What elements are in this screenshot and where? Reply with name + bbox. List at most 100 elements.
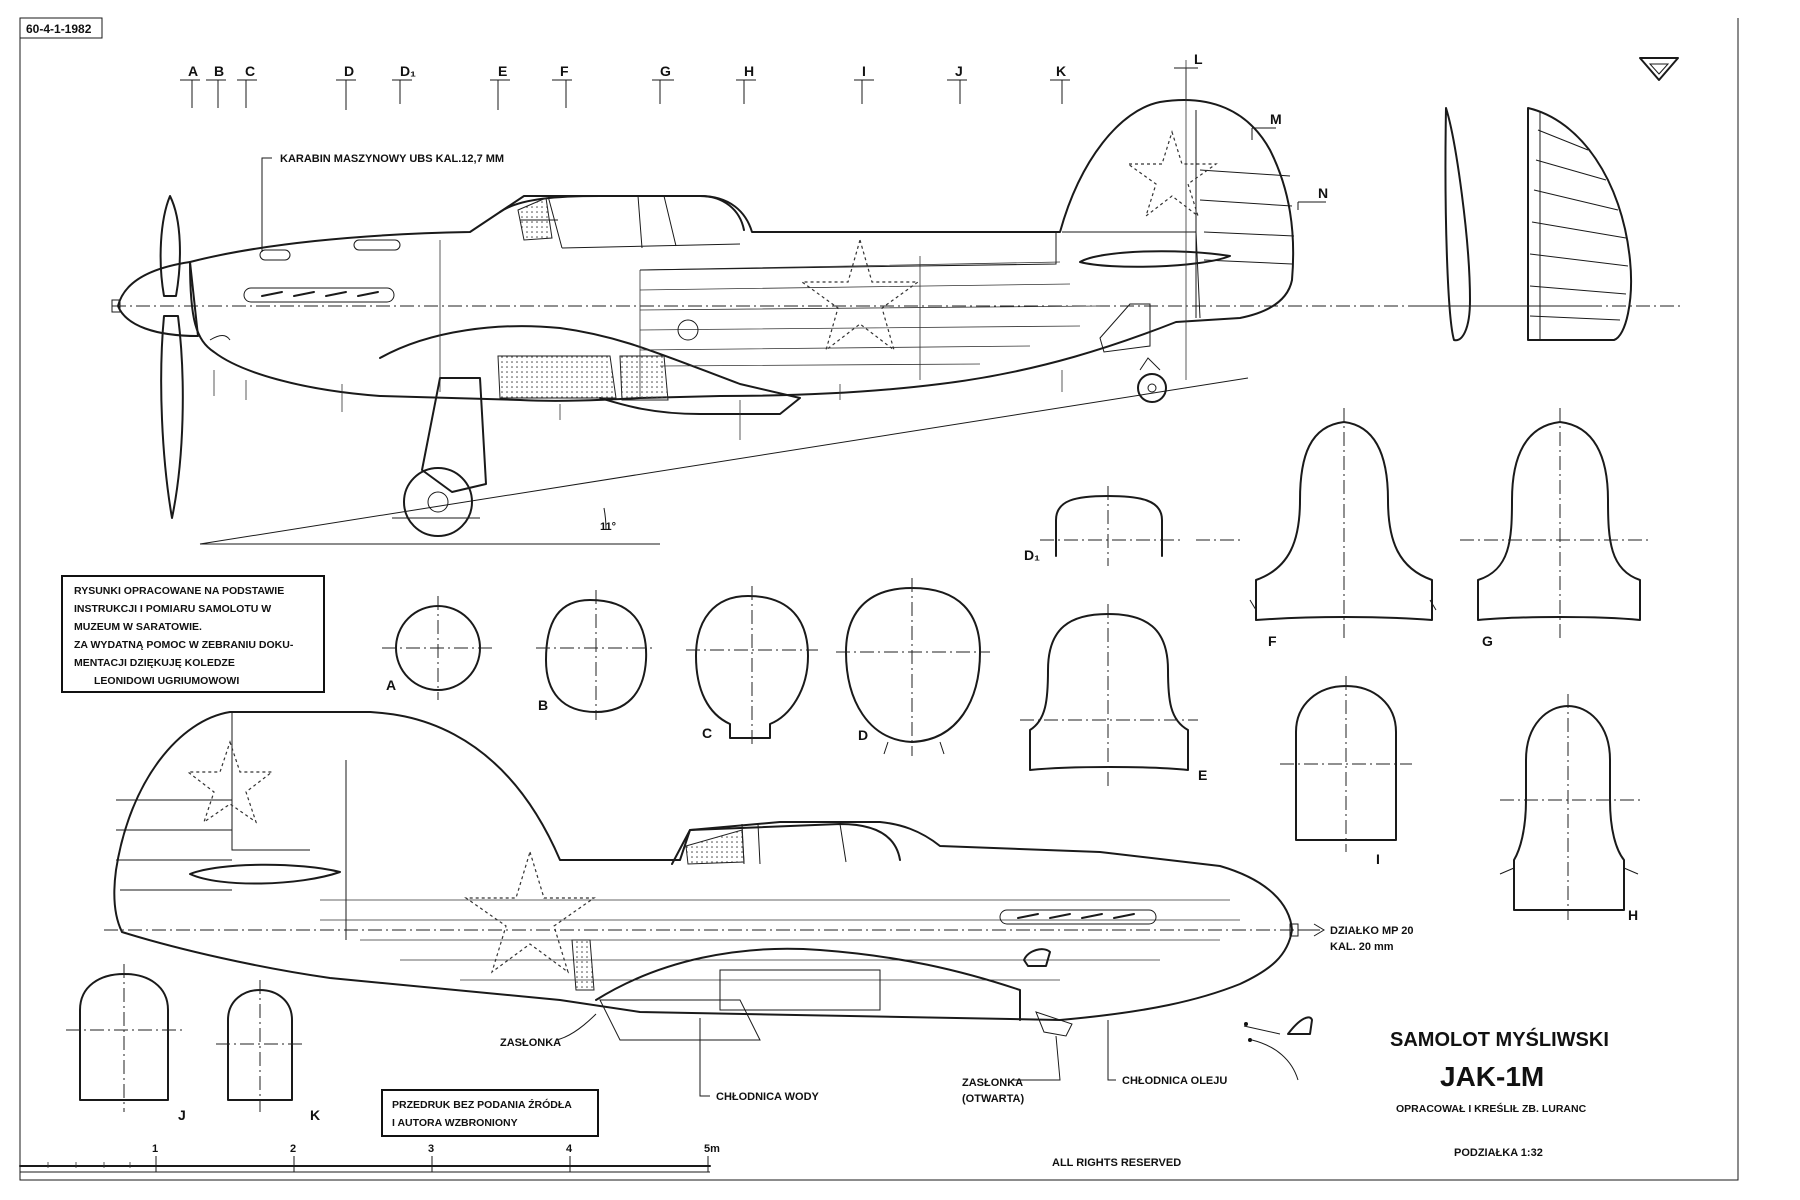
rudder-details [1420, 107, 1680, 342]
footer-rights: ALL RIGHTS RESERVED [1052, 1157, 1181, 1169]
exhaust-stubs [243, 287, 395, 303]
wing-root-lower [595, 947, 1021, 1021]
canopy-top [499, 195, 745, 231]
svg-text:3: 3 [428, 1143, 434, 1155]
svg-text:J: J [955, 63, 963, 79]
drawing-code: 60-4-1-1982 [19, 17, 103, 39]
svg-text:L: L [1194, 51, 1203, 67]
title-author: OPRACOWAŁ I KREŚLIŁ ZB. LURANC [1396, 1102, 1587, 1115]
title-line2: JAK-1M [1440, 1061, 1544, 1092]
title-block: SAMOLOT MYŚLIWSKI JAK-1M OPRACOWAŁ I KRE… [1390, 1027, 1609, 1159]
section-D [845, 587, 981, 743]
svg-text:D₁: D₁ [1024, 547, 1040, 563]
mg-callout: KARABIN MASZYNOWY UBS KAL.12,7 MM [280, 153, 504, 165]
svg-text:F: F [560, 63, 569, 79]
svg-text:B: B [538, 697, 548, 713]
svg-text:J: J [178, 1107, 186, 1123]
spinner [117, 261, 199, 337]
svg-text:ZA WYDATNĄ POMOC W ZEBRANIU DO: ZA WYDATNĄ POMOC W ZEBRANIU DOKU- [74, 639, 294, 651]
sheet-border [19, 18, 1739, 1181]
svg-text:LEONIDOWI UGRIUMOWOWI: LEONIDOWI UGRIUMOWOWI [94, 675, 239, 687]
oil-radiator-callout: CHŁODNICA OLEJU [1122, 1075, 1227, 1087]
svg-text:D₁: D₁ [400, 63, 416, 79]
canopy-detail-icon [1287, 1016, 1313, 1035]
svg-text:D: D [858, 727, 868, 743]
svg-text:(OTWARTA): (OTWARTA) [962, 1093, 1024, 1105]
section-G [1477, 421, 1641, 621]
fuselage-sections: A B C D D₁ E F G I [66, 408, 1650, 1123]
rudder-edge-view [1444, 107, 1471, 342]
svg-text:I: I [1376, 851, 1380, 867]
svg-text:A: A [386, 677, 396, 693]
publisher-logo-icon [1639, 57, 1679, 81]
cannon-callout: DZIAŁKO MP 20 [1330, 925, 1414, 937]
svg-text:60-4-1-1982: 60-4-1-1982 [26, 22, 92, 36]
svg-text:F: F [1268, 633, 1277, 649]
radiator-hatch [497, 355, 617, 399]
svg-text:H: H [1628, 907, 1638, 923]
side-view-right-profile [104, 711, 1325, 1097]
tail-star-lower [186, 740, 274, 824]
svg-text:I: I [862, 63, 866, 79]
tailplane [1079, 250, 1231, 268]
rudder-side-view [1527, 107, 1633, 341]
water-radiator-callout: CHŁODNICA WODY [716, 1091, 820, 1103]
angle-label: 11° [600, 521, 616, 533]
main-landing-gear [392, 377, 487, 537]
fuselage-star [800, 237, 920, 352]
section-C [695, 595, 809, 739]
flap-open-callout: ZASŁONKA [962, 1077, 1023, 1089]
scale-bar: 1 2 3 4 5m [19, 1143, 720, 1173]
title-line1: SAMOLOT MYŚLIWSKI [1390, 1027, 1609, 1051]
propeller-blade-upper [159, 195, 181, 297]
svg-text:I AUTORA WZBRONIONY: I AUTORA WZBRONIONY [392, 1117, 518, 1129]
propeller-blade-lower [160, 315, 184, 519]
svg-text:B: B [214, 63, 224, 79]
fuselage-star-lower [464, 849, 596, 974]
mg-callout-leader [261, 157, 272, 252]
svg-text:E: E [498, 63, 507, 79]
wing-fairing [379, 325, 801, 415]
notes-box: RYSUNKI OPRACOWANE NA PODSTAWIE INSTRUKC… [61, 575, 325, 693]
svg-text:4: 4 [566, 1143, 573, 1155]
station-letters: A B C D D₁ E F G H I J K L M N [180, 51, 1328, 210]
svg-text:C: C [245, 63, 255, 79]
svg-text:PRZEDRUK BEZ PODANIA ŹRÓDŁA: PRZEDRUK BEZ PODANIA ŹRÓDŁA [392, 1098, 572, 1111]
section-H [1513, 705, 1625, 911]
svg-text:D: D [344, 63, 354, 79]
svg-text:INSTRUKCJI I POMIARU SAMOLOTU: INSTRUKCJI I POMIARU SAMOLOTU W [74, 603, 271, 615]
svg-text:M: M [1270, 111, 1282, 127]
svg-text:G: G [1482, 633, 1493, 649]
svg-text:N: N [1318, 185, 1328, 201]
exhaust-stubs-lower [999, 909, 1157, 925]
copyright-box: PRZEDRUK BEZ PODANIA ŹRÓDŁA I AUTORA WZB… [381, 1089, 599, 1137]
fuselage-outline-lower [113, 711, 1293, 1021]
svg-text:E: E [1198, 767, 1207, 783]
svg-text:5m: 5m [704, 1143, 720, 1155]
svg-text:2: 2 [290, 1143, 296, 1155]
svg-text:K: K [310, 1107, 320, 1123]
section-D1 [1055, 495, 1163, 557]
svg-text:K: K [1056, 63, 1066, 79]
tail-access-panel [1099, 303, 1151, 353]
svg-text:A: A [188, 63, 198, 79]
section-F [1255, 421, 1433, 621]
svg-text:H: H [744, 63, 754, 79]
svg-text:RYSUNKI OPRACOWANE NA PODSTAWI: RYSUNKI OPRACOWANE NA PODSTAWIE [74, 585, 284, 597]
section-E [1029, 613, 1189, 771]
lower-callouts: DZIAŁKO MP 20 KAL. 20 mm ZASŁONKA CHŁODN… [500, 925, 1414, 1105]
svg-text:C: C [702, 725, 712, 741]
gun-trough [259, 249, 291, 261]
svg-text:G: G [660, 63, 671, 79]
side-view-left-profile: 11° [111, 60, 1590, 545]
svg-text:MUZEUM W SARATOWIE.: MUZEUM W SARATOWIE. [74, 621, 202, 633]
title-scale: PODZIAŁKA 1:32 [1454, 1147, 1543, 1159]
flap-callout: ZASŁONKA [500, 1037, 561, 1049]
fuselage-outline [189, 99, 1295, 402]
fin-root [1062, 231, 1201, 319]
svg-text:MENTACJI DZIĘKUJĘ KOLEDZE: MENTACJI DZIĘKUJĘ KOLEDZE [74, 657, 235, 669]
tail-wheel [1137, 373, 1167, 403]
tail-star [1126, 129, 1218, 218]
